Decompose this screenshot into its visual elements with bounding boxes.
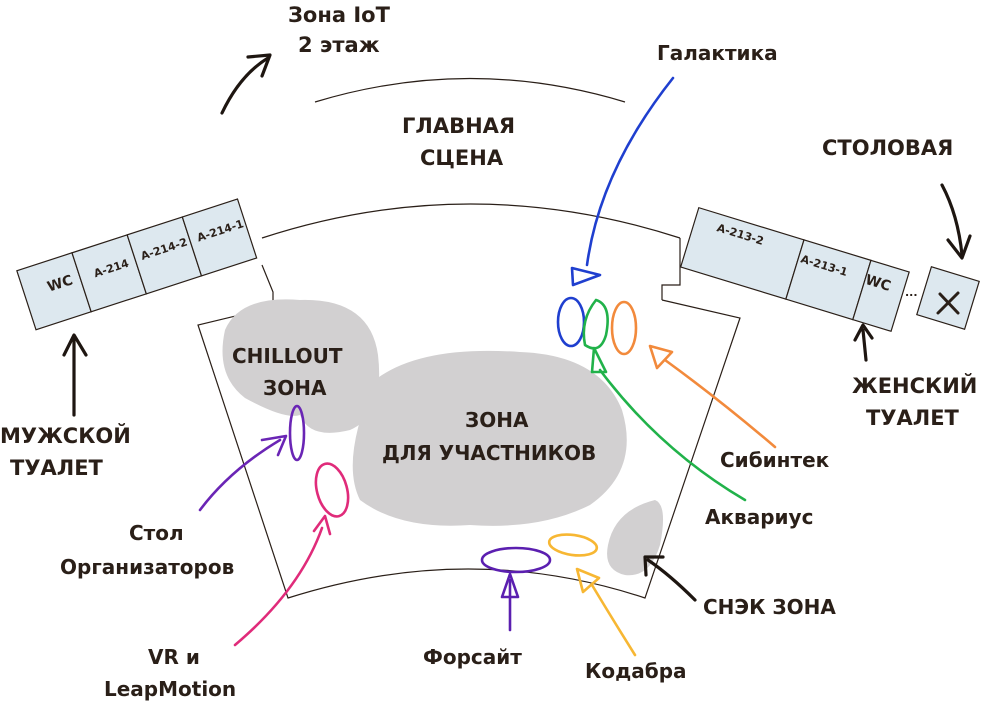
womens-toilet-arrow-icon [853, 323, 874, 362]
vr-label: VR и [148, 645, 200, 669]
vr-label-2: LeapMotion [104, 677, 236, 701]
mens-toilet-label: МУЖСКОЙ [0, 423, 131, 448]
main-stage-arc [314, 77, 626, 103]
iot-floor-label: 2 этаж [298, 33, 380, 57]
organizers-marker [198, 404, 306, 512]
organizers-label-2: Организаторов [60, 555, 234, 579]
vr-marker [233, 462, 350, 647]
iot-arrow-icon [220, 53, 272, 115]
mens-toilet-label-2: ТУАЛЕТ [10, 456, 104, 480]
room-label-wc-right: WC [863, 272, 892, 295]
galaktika-label: Галактика [657, 41, 778, 65]
kodabra-label: Кодабра [585, 659, 687, 683]
forsait-marker [480, 546, 552, 632]
akvarius-label: Аквариус [705, 505, 813, 529]
main-stage-label: ГЛАВНАЯ [402, 114, 515, 138]
sibintek-marker [610, 300, 777, 449]
forsait-label: Форсайт [423, 645, 522, 669]
participants-label: ЗОНА [465, 408, 529, 432]
mens-toilet-arrow-icon [62, 333, 88, 417]
participants-zone [352, 350, 627, 526]
chillout-zone [222, 299, 380, 433]
canteen-label: СТОЛОВАЯ [822, 136, 953, 160]
organizers-label: Стол [129, 521, 184, 545]
fork-knife-icon [936, 291, 960, 315]
canteen-arrow-icon [940, 183, 972, 260]
hall-outline [197, 203, 741, 599]
chillout-label-2: ЗОНА [263, 376, 327, 400]
left-room-block [16, 198, 258, 331]
chillout-label: CHILLOUT [232, 344, 343, 368]
canteen-ellipsis: ... [905, 286, 918, 299]
main-stage-label-2: СЦЕНА [420, 146, 504, 170]
snack-arrow-icon [643, 555, 697, 602]
participants-label-2: ДЛЯ УЧАСТНИКОВ [382, 441, 596, 465]
womens-toilet-label: ЖЕНСКИЙ [852, 373, 977, 398]
kodabra-marker [547, 533, 637, 657]
snack-zone-label: СНЭК ЗОНА [703, 595, 836, 619]
canteen-box [916, 266, 980, 330]
galaktika-marker [556, 76, 675, 348]
akvarius-marker [582, 298, 747, 502]
sibintek-label: Сибинтек [720, 448, 830, 472]
room-label-wc-left: WC [45, 272, 74, 295]
iot-zone-label: Зона IoT [288, 3, 391, 27]
womens-toilet-label-2: ТУАЛЕТ [866, 406, 960, 430]
right-room-block [679, 206, 910, 333]
